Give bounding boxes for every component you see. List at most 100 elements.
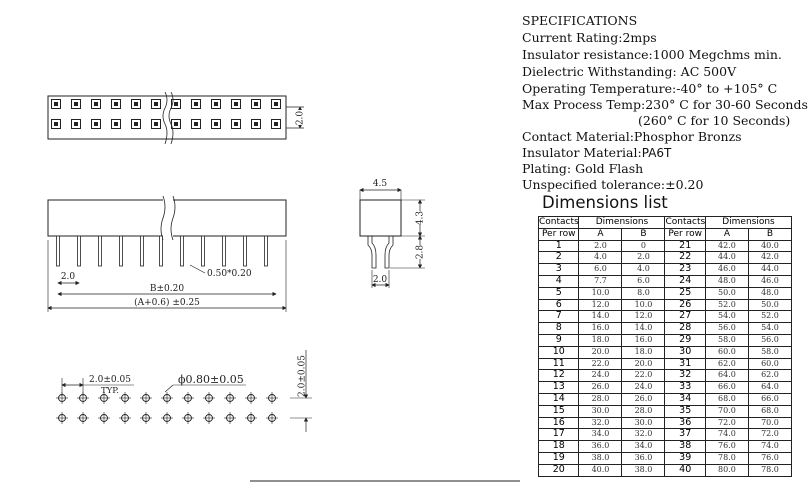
top-view-body — [47, 95, 287, 140]
cell-dim-a-left: 10.0 — [578, 286, 623, 300]
spec-insulator-material-value: PA6T — [641, 146, 672, 160]
table-subheader-row: Per row A B Per row A B — [537, 227, 793, 241]
cell-contacts-right: 33 — [664, 381, 706, 394]
contact-square — [251, 119, 261, 129]
pin — [77, 235, 81, 267]
cell-contacts-left: 7 — [537, 310, 580, 324]
cell-contacts-right: 22 — [664, 251, 706, 265]
cell-contacts-left: 16 — [537, 416, 580, 430]
cell-contacts-left: 17 — [537, 428, 580, 442]
pcb-hole — [161, 412, 173, 424]
pin — [56, 235, 60, 267]
contact-square — [171, 119, 181, 129]
cell-contacts-left: 14 — [537, 392, 580, 406]
cell-dim-b-left: 8.0 — [621, 286, 666, 300]
cell-dim-b-right: 72.0 — [747, 428, 793, 442]
top-view: 2.0 — [47, 91, 306, 145]
cell-dim-b-left: 18.0 — [621, 345, 666, 359]
cell-dim-b-right: 50.0 — [747, 298, 793, 312]
header-b-left: B — [621, 227, 666, 241]
cell-dim-a-left: 16.0 — [578, 322, 623, 335]
cell-dim-b-right: 44.0 — [747, 263, 793, 276]
front-view-pins — [56, 235, 268, 267]
pcb-hole — [77, 412, 89, 424]
cell-dim-b-left: 22.0 — [621, 369, 666, 383]
cell-dim-b-right: 48.0 — [747, 286, 793, 300]
cell-contacts-left: 20 — [537, 463, 580, 477]
pcb-holes — [56, 392, 278, 424]
pin-size-label: 0.50*0.20 — [207, 269, 252, 279]
pcb-hole-label: ϕ0.80±0.05 — [178, 373, 244, 386]
spec-operating-temp: Operating Temperature:-40° to +105° C — [522, 81, 778, 96]
cell-contacts-right: 35 — [664, 404, 706, 418]
pcb-hole — [266, 392, 278, 404]
cell-contacts-right: 27 — [664, 310, 706, 324]
cell-contacts-left: 13 — [537, 381, 580, 394]
cell-contacts-left: 2 — [537, 251, 580, 265]
header-dimensions-left: Dimensions — [578, 216, 666, 229]
cell-dim-a-left: 7.7 — [578, 274, 623, 288]
cell-contacts-left: 18 — [537, 440, 580, 453]
cell-contacts-right: 31 — [664, 357, 706, 371]
cell-dim-a-right: 68.0 — [704, 392, 749, 406]
header-dimensions-right: Dimensions — [704, 216, 793, 229]
cell-dim-b-right: 64.0 — [747, 381, 793, 394]
pcb-row-label: 2.0±0.05 — [298, 355, 308, 397]
spec-insulator-resistance: Insulator resistance:1000 Megchms min. — [522, 47, 782, 62]
cell-dim-a-right: 66.0 — [704, 381, 749, 394]
cell-contacts-right: 29 — [664, 333, 706, 347]
cell-contacts-left: 9 — [537, 333, 580, 347]
cell-dim-b-left: 16.0 — [621, 333, 666, 347]
pcb-hole — [140, 412, 152, 424]
dim-total-label: (A+0.6) ±0.25 — [134, 297, 200, 308]
cell-dim-b-left: 2.0 — [621, 251, 666, 265]
cell-dim-a-left: 22.0 — [578, 357, 623, 371]
cell-contacts-left: 8 — [537, 322, 580, 335]
header-b-right: B — [747, 227, 793, 241]
cell-dim-b-left: 34.0 — [621, 440, 666, 453]
pin — [243, 235, 247, 267]
cell-contacts-right: 36 — [664, 416, 706, 430]
front-view: 2.0 0.50*0.20 B±0.20 (A+0.6) ±0.25 — [47, 195, 287, 312]
header-a-right: A — [704, 227, 749, 241]
header-per-row-left: Per row — [537, 227, 580, 241]
cell-dim-b-right: 52.0 — [747, 310, 793, 324]
cell-dim-b-right: 42.0 — [747, 251, 793, 265]
cell-dim-b-left: 0 — [621, 239, 666, 253]
contact-square — [71, 99, 81, 109]
cell-dim-a-left: 12.0 — [578, 298, 623, 312]
cell-dim-a-right: 52.0 — [704, 298, 749, 312]
side-pitch-label: 2.0 — [373, 275, 388, 285]
cell-dim-a-right: 56.0 — [704, 322, 749, 335]
cell-dim-a-right: 48.0 — [704, 274, 749, 288]
contact-square — [51, 119, 61, 129]
contact-square — [211, 99, 221, 109]
pin — [159, 235, 163, 267]
cell-dim-a-left: 38.0 — [578, 451, 623, 465]
cell-dim-a-right: 70.0 — [704, 404, 749, 418]
pcb-hole — [98, 392, 110, 404]
contact-square — [51, 99, 61, 109]
contact-square — [171, 99, 181, 109]
dimensions-table: Contacts Dimensions Contacts Dimensions … — [537, 216, 793, 477]
header-per-row-right: Per row — [664, 227, 706, 241]
cell-dim-a-left: 18.0 — [578, 333, 623, 347]
cell-contacts-left: 10 — [537, 345, 580, 359]
cell-dim-b-left: 12.0 — [621, 310, 666, 324]
pcb-hole — [224, 392, 236, 404]
cell-dim-b-right: 40.0 — [747, 239, 793, 253]
contact-square — [91, 119, 101, 129]
pin — [180, 235, 184, 267]
cell-dim-b-left: 24.0 — [621, 381, 666, 394]
